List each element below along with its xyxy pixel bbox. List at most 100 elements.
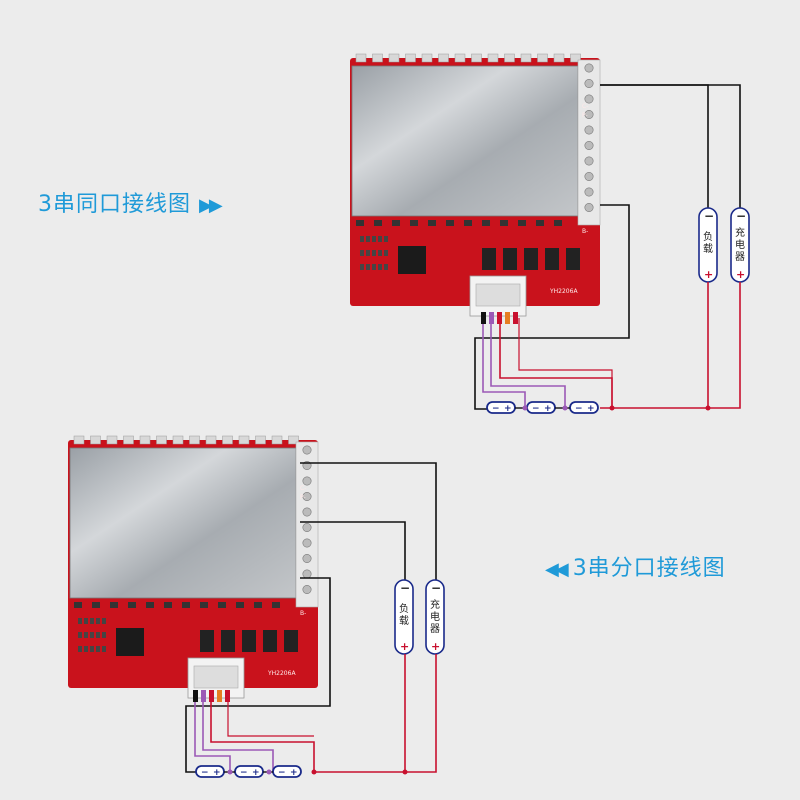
board-model-label: YH2206A [267,670,296,677]
smd-part [410,220,418,226]
solder-pad [123,435,134,445]
smd-resistor [366,250,370,256]
solder-pad [73,435,85,445]
connector-pin [201,690,206,702]
title-text: 3串分口接线图 [572,556,726,581]
connector-pin [193,690,198,702]
terminal-screw [302,569,312,579]
smd-part [182,602,190,608]
smd-part [374,220,382,226]
pin-label-p-minus: P- [300,494,306,501]
charger-1-label-char: 器 [735,251,745,263]
battery-cell-plus: + [252,768,260,778]
double-arrow-left-icon: ◀◀ [545,559,569,580]
terminal-screw [584,141,594,151]
mosfet [566,248,580,270]
smd-part [146,602,154,608]
smd-resistor [372,236,376,242]
smd-part [392,220,400,226]
smd-part [482,220,490,226]
smd-resistor [372,250,376,256]
connector-pin [225,690,230,702]
smd-resistor [378,250,382,256]
solder-pad [172,435,184,445]
battery-cell-minus: − [492,404,500,414]
smd-resistor [372,264,376,270]
ic-chip [398,246,426,274]
smd-resistor [90,632,94,638]
smd-part [536,220,544,226]
smd-part [272,602,280,608]
battery-cell-2c: −+ [272,765,302,778]
solder-pad [553,53,565,63]
terminal-screw [302,491,312,501]
load-2-minus-sign: − [400,581,410,595]
terminal-screw [584,109,594,119]
terminal-screw [584,63,594,73]
balance-connector-slot [193,665,239,689]
smd-resistor [78,646,82,652]
balance-wire-2c [210,700,315,772]
terminal-screw [302,445,312,455]
load-2-label-char: 载 [399,615,409,627]
junction-dot [705,405,711,411]
battery-cell-minus: − [532,404,540,414]
battery-cell-plus: + [213,768,221,778]
mosfet [545,248,559,270]
terminal-screw [302,523,312,533]
charger-1-label-char: 电 [735,238,745,251]
load-1-label-char: 载 [703,243,713,255]
battery-cell-plus: + [504,404,512,414]
charger-1-label-char: 充 [735,226,745,239]
terminal-screw [584,156,594,166]
wire-charger-neg-1 [600,84,741,208]
smd-part [110,602,118,608]
smd-resistor [96,646,100,652]
board-model-label: YH2206A [549,288,578,295]
terminal-screw [584,94,594,104]
heatsink [69,447,297,599]
smd-part [74,602,82,608]
wire-charger-neg-2 [300,462,437,580]
load-2-module: −负载+ [394,579,414,655]
charger-2-label-char: 充 [430,598,440,611]
battery-cell-2b: −+ [234,765,264,778]
pin-label-b-minus: B- [582,228,588,235]
load-1-plus-sign: + [704,268,713,281]
solder-pad [255,435,266,445]
terminal-screw [584,172,594,182]
wire-charger-pos-1 [600,282,741,409]
battery-cell-minus: − [278,768,286,778]
charger-1-minus-sign: − [736,209,746,223]
mosfet [524,248,538,270]
mosfet [263,630,277,652]
solder-pad [471,53,482,63]
solder-pad [487,53,499,63]
smd-part [554,220,562,226]
load-1-minus-sign: − [704,209,714,223]
diagram-title-common-port: 3串同口接线图 ▶▶ [38,186,223,218]
charger-2-plus-sign: + [431,640,440,653]
junction-dot [266,769,272,775]
wire-b-minus-1 [474,204,630,410]
junction-dot [562,405,568,411]
battery-cell-plus: + [587,404,595,414]
smd-resistor [360,264,364,270]
charger-2-module-body [425,579,445,655]
smd-resistor [360,236,364,242]
terminal-screw [584,203,594,213]
solder-pad [454,53,466,63]
mosfet [200,630,214,652]
smd-part [254,602,262,608]
smd-part [464,220,472,226]
connector-pin [489,312,494,324]
balance-wire-1b [490,318,566,408]
junction-dot [402,769,408,775]
terminal-screw [302,507,312,517]
mosfet [503,248,517,270]
charger-2-label-char: 电 [430,610,440,623]
smd-resistor [102,632,106,638]
smd-resistor [102,618,106,624]
bms-board-common-port: C-P-B-YH2206A [350,53,601,317]
mosfet [221,630,235,652]
